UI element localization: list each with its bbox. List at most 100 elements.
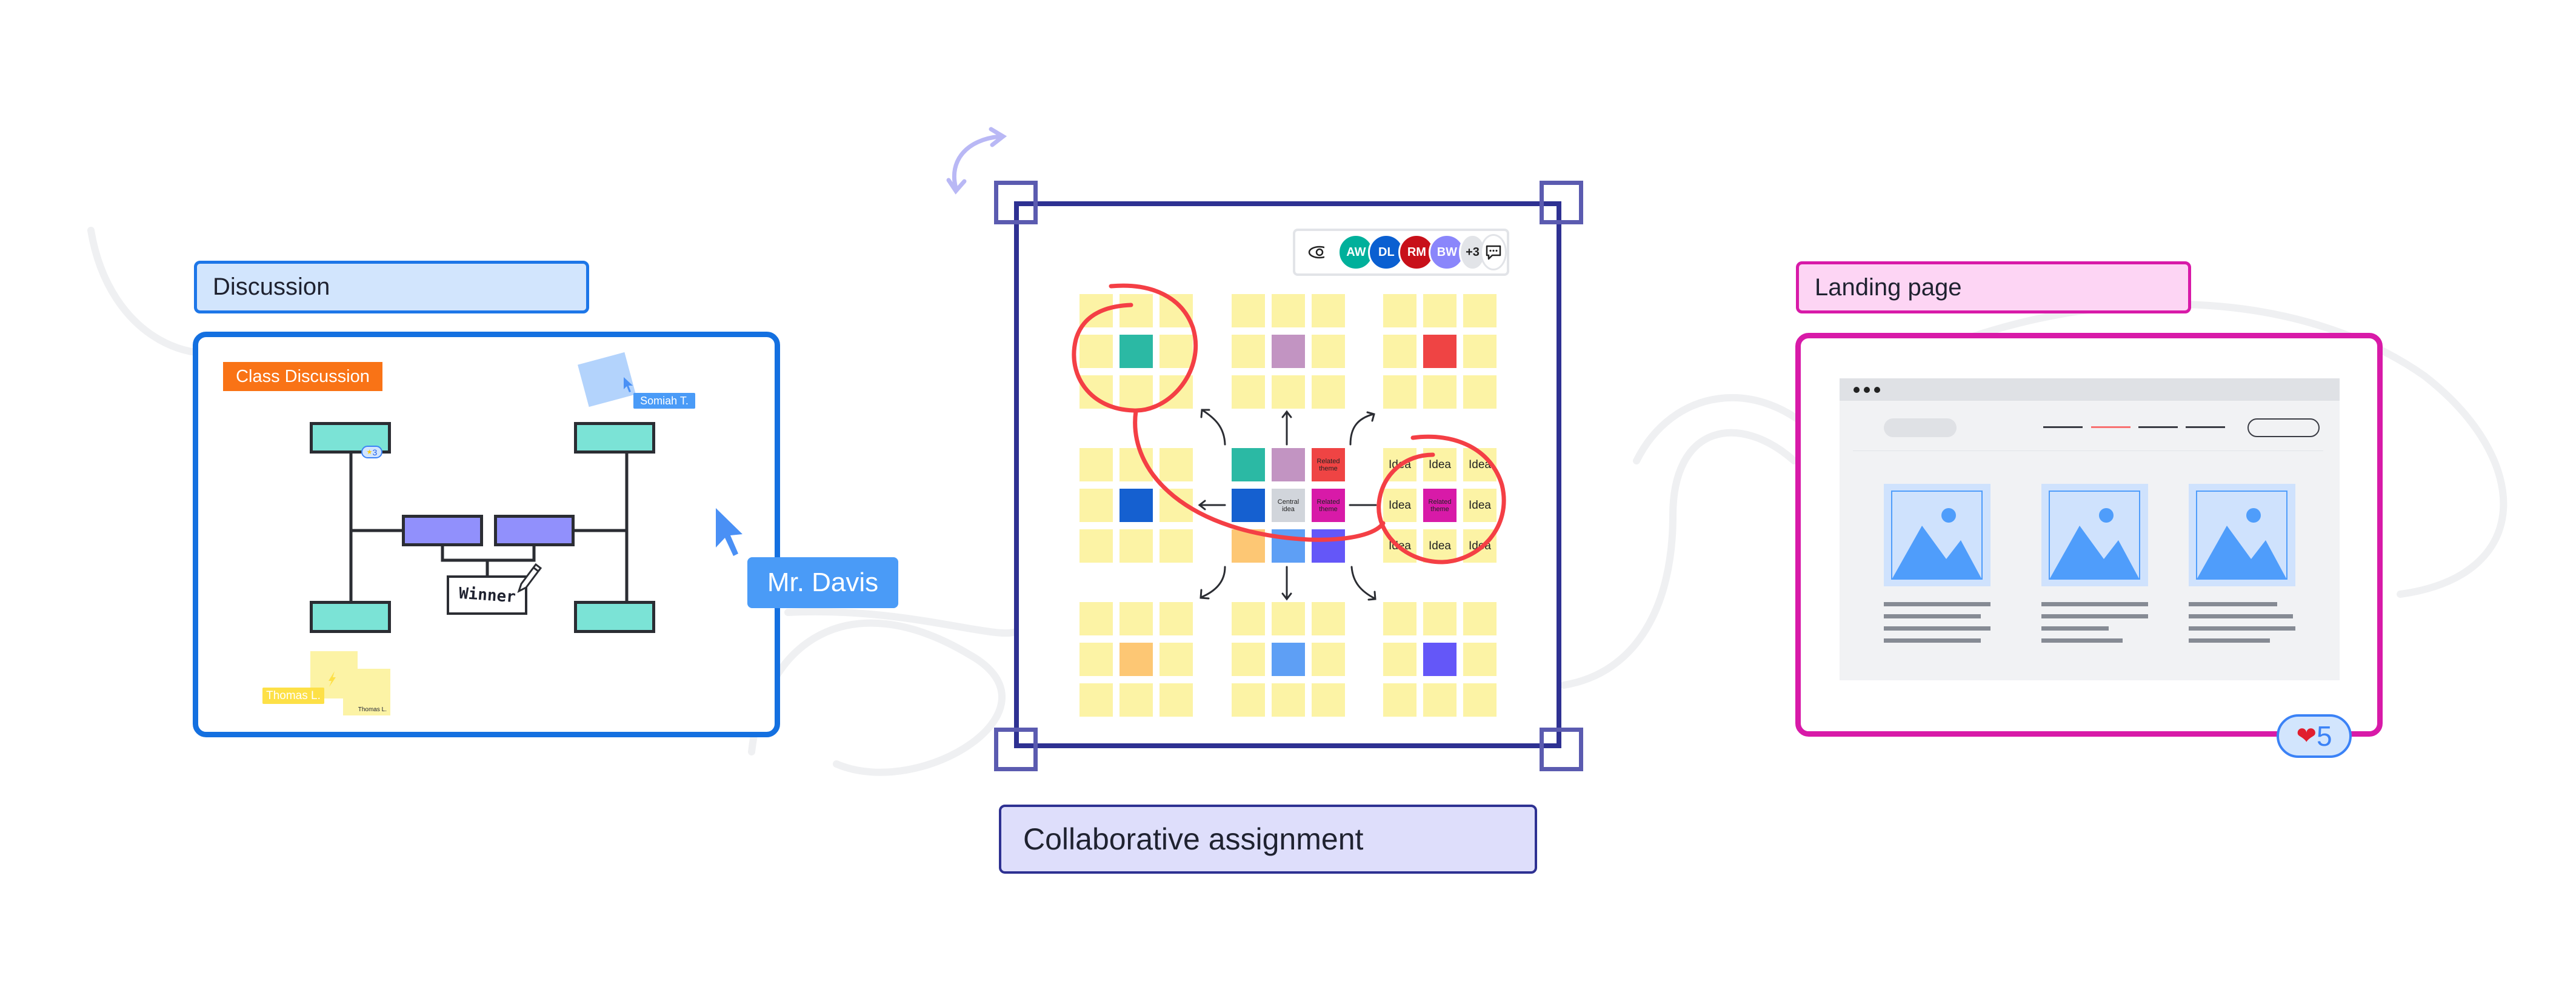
sticky-note[interactable]: [1312, 643, 1345, 676]
sticky-note[interactable]: [1119, 448, 1153, 481]
sticky-note[interactable]: [1232, 375, 1265, 409]
bracket-slot-top-right[interactable]: [574, 422, 655, 454]
sticky-note[interactable]: [1463, 335, 1497, 368]
sticky-note[interactable]: [1272, 294, 1305, 327]
sticky-note[interactable]: [1383, 375, 1416, 409]
eye-icon[interactable]: [1307, 245, 1325, 260]
sticky-note[interactable]: [1272, 448, 1305, 481]
sticky-note[interactable]: [1119, 602, 1153, 635]
sticky-note[interactable]: [1079, 489, 1113, 522]
sticky-note[interactable]: [1160, 335, 1193, 368]
sticky-note[interactable]: [1423, 643, 1457, 676]
sticky-note[interactable]: [1312, 602, 1345, 635]
sticky-note-related-theme[interactable]: Related theme: [1312, 448, 1345, 481]
sticky-note-idea[interactable]: Idea: [1463, 489, 1497, 522]
sticky-note[interactable]: [1423, 602, 1457, 635]
sticky-note-idea[interactable]: Idea: [1463, 529, 1497, 563]
sticky-note[interactable]: [1079, 448, 1113, 481]
sticky-note[interactable]: [1160, 489, 1193, 522]
heart-reaction-badge[interactable]: ❤5: [2277, 714, 2352, 758]
sticky-note[interactable]: [1423, 335, 1457, 368]
sticky-note-central-idea[interactable]: Central idea: [1272, 489, 1305, 522]
collab-frame-label[interactable]: Collaborative assignment: [999, 805, 1537, 874]
sticky-note[interactable]: [1312, 294, 1345, 327]
sticky-note[interactable]: [1232, 683, 1265, 717]
sticky-note[interactable]: [1079, 602, 1113, 635]
sticky-note-idea[interactable]: Idea: [1463, 448, 1497, 481]
bracket-slot-bottom-right[interactable]: [574, 601, 655, 633]
resize-handle-top-left[interactable]: [994, 181, 1038, 224]
sticky-note[interactable]: [1232, 294, 1265, 327]
sticky-note[interactable]: [1160, 375, 1193, 409]
sticky-note[interactable]: [1079, 294, 1113, 327]
sticky-note[interactable]: [1383, 294, 1416, 327]
bracket-slot-bottom-left[interactable]: [310, 601, 391, 633]
sticky-note[interactable]: [1119, 529, 1153, 563]
sticky-note[interactable]: [1423, 683, 1457, 717]
sticky-note-idea[interactable]: Idea: [1383, 448, 1416, 481]
resize-handle-bottom-left[interactable]: [994, 728, 1038, 771]
sticky-note[interactable]: [1463, 294, 1497, 327]
sticky-note[interactable]: [1463, 602, 1497, 635]
sticky-note[interactable]: [1232, 643, 1265, 676]
comment-button[interactable]: [1480, 234, 1507, 270]
class-discussion-label[interactable]: Class Discussion: [223, 362, 382, 391]
sticky-note[interactable]: [1272, 529, 1305, 563]
sticky-note[interactable]: [1119, 335, 1153, 368]
bracket-semifinal-right[interactable]: [494, 515, 575, 546]
sticky-note[interactable]: [1119, 489, 1153, 522]
sticky-note[interactable]: [1160, 529, 1193, 563]
sticky-note[interactable]: [1232, 529, 1265, 563]
sticky-note-idea[interactable]: Idea: [1383, 489, 1416, 522]
sticky-note[interactable]: [1423, 294, 1457, 327]
rotate-icon[interactable]: [943, 124, 1021, 203]
sticky-note[interactable]: [1232, 448, 1265, 481]
sticky-note[interactable]: [1312, 375, 1345, 409]
sticky-note[interactable]: [1463, 375, 1497, 409]
sticky-note[interactable]: [1272, 375, 1305, 409]
winner-box[interactable]: Winner: [447, 575, 527, 615]
sticky-note[interactable]: [1272, 683, 1305, 717]
sticky-note[interactable]: [1079, 375, 1113, 409]
sticky-note-idea[interactable]: Idea: [1423, 448, 1457, 481]
sticky-note[interactable]: [1079, 529, 1113, 563]
sticky-note[interactable]: [1272, 602, 1305, 635]
sticky-note-related-theme[interactable]: Related theme: [1423, 489, 1457, 522]
sticky-note[interactable]: [1232, 489, 1265, 522]
sticky-note[interactable]: [1383, 335, 1416, 368]
sticky-note[interactable]: [1119, 294, 1153, 327]
star-reaction-badge[interactable]: ★3: [361, 446, 382, 458]
sticky-note-idea[interactable]: Idea: [1383, 529, 1416, 563]
sticky-note[interactable]: [1079, 335, 1113, 368]
sticky-note[interactable]: [1312, 529, 1345, 563]
sticky-note[interactable]: [1160, 294, 1193, 327]
sticky-note[interactable]: [1463, 683, 1497, 717]
bracket-semifinal-left[interactable]: [402, 515, 483, 546]
sticky-note[interactable]: [1079, 683, 1113, 717]
sticky-note[interactable]: [1160, 643, 1193, 676]
sticky-note[interactable]: [1272, 643, 1305, 676]
sticky-note[interactable]: [1119, 375, 1153, 409]
sticky-note[interactable]: [1119, 643, 1153, 676]
sticky-note[interactable]: [1463, 643, 1497, 676]
sticky-note[interactable]: [1383, 683, 1416, 717]
resize-handle-bottom-right[interactable]: [1540, 728, 1583, 771]
sticky-note[interactable]: [1160, 683, 1193, 717]
resize-handle-top-right[interactable]: [1540, 181, 1583, 224]
sticky-note[interactable]: [1312, 683, 1345, 717]
sticky-note[interactable]: [1383, 602, 1416, 635]
sticky-note[interactable]: [1423, 375, 1457, 409]
sticky-note[interactable]: [1232, 335, 1265, 368]
sticky-note[interactable]: [1383, 643, 1416, 676]
landing-frame-label[interactable]: Landing page: [1796, 261, 2191, 313]
thomas-sticky-note-2[interactable]: Thomas L.: [343, 669, 390, 715]
sticky-note[interactable]: [1079, 643, 1113, 676]
sticky-note-related-theme[interactable]: Related theme: [1312, 489, 1345, 522]
sticky-note[interactable]: [1119, 683, 1153, 717]
sticky-note-idea[interactable]: Idea: [1423, 529, 1457, 563]
sticky-note[interactable]: [1272, 335, 1305, 368]
sticky-note[interactable]: [1312, 335, 1345, 368]
sticky-note[interactable]: [1232, 602, 1265, 635]
sticky-note[interactable]: [1160, 602, 1193, 635]
sticky-note[interactable]: [1160, 448, 1193, 481]
